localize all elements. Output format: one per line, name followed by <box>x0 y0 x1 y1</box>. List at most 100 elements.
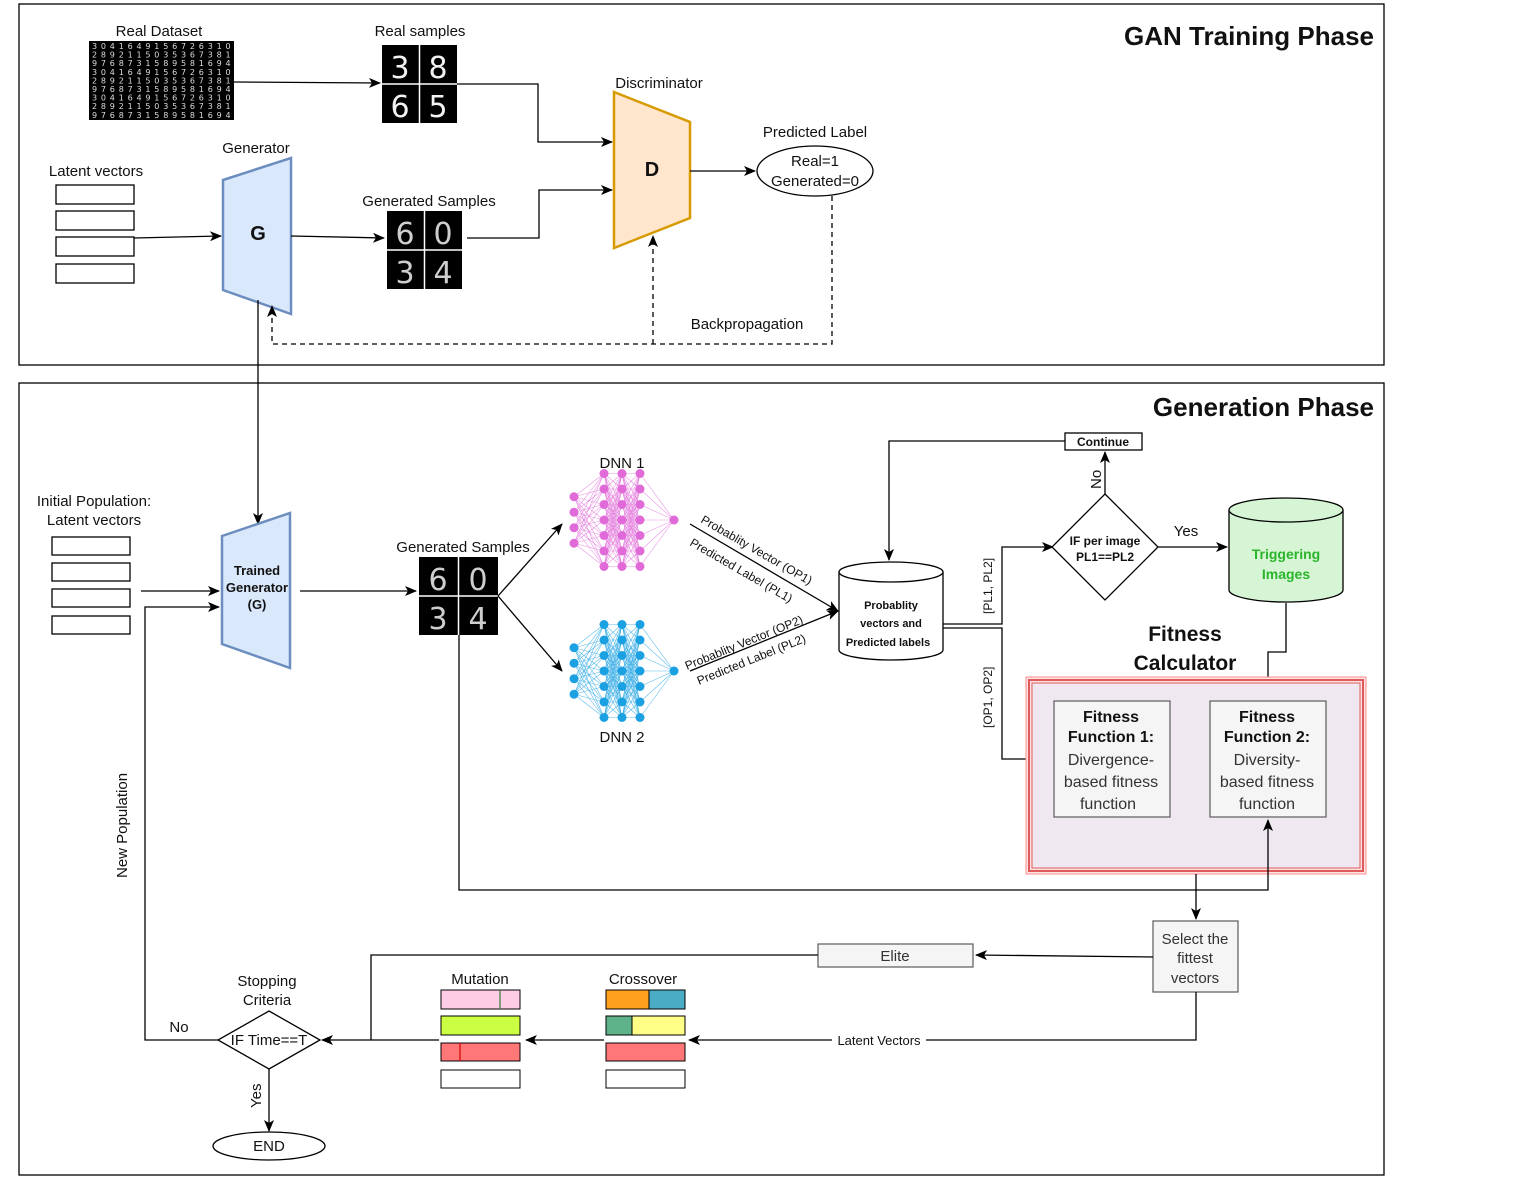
dataset-glyph: 1 <box>145 111 150 120</box>
generated-digit: 3 <box>395 256 414 291</box>
nn-node <box>635 515 645 525</box>
ff1-line5: function <box>1080 796 1136 813</box>
dataset-glyph: 5 <box>163 68 168 77</box>
real-digit: 6 <box>390 90 409 125</box>
dataset-glyph: 9 <box>172 85 177 94</box>
gen-phase-samples-image: 6 0 3 4 <box>419 557 498 637</box>
nn-node <box>617 546 627 556</box>
nn-node <box>617 484 627 494</box>
dataset-glyph: 3 <box>137 111 142 120</box>
initial-vector-box <box>51 615 131 635</box>
nn-edge <box>603 535 623 567</box>
dataset-glyph: 0 <box>101 42 106 51</box>
select-to-elite-arrow <box>975 950 1154 961</box>
dataset-glyph: 9 <box>110 76 115 85</box>
yes-label: Yes <box>1174 523 1198 540</box>
nn-node <box>599 562 609 571</box>
gen-phase-samples-label: Generated Samples <box>396 539 529 556</box>
nn-node <box>599 546 609 556</box>
initial-population-line1: Initial Population: <box>37 493 151 510</box>
dataset-glyph: 2 <box>190 42 195 51</box>
nn-edge <box>603 473 623 521</box>
nn-edge <box>639 504 675 521</box>
new-population-label: New Population <box>114 773 131 878</box>
end-label: END <box>253 1138 285 1155</box>
dataset-glyph: 7 <box>101 59 106 68</box>
real-digit: 5 <box>428 90 447 125</box>
dataset-glyph: 8 <box>190 59 195 68</box>
nn-node <box>617 562 627 571</box>
real-digit: 8 <box>428 51 447 86</box>
dataset-glyph: 6 <box>199 68 204 77</box>
dataset-glyph: 7 <box>181 94 186 103</box>
predictions-database <box>838 561 944 661</box>
nn-edge <box>573 670 605 695</box>
dataset-glyph: 1 <box>154 68 159 77</box>
nn-node <box>617 666 627 676</box>
dataset-glyph: 1 <box>128 76 133 85</box>
nn-node <box>599 635 609 645</box>
dataset-glyph: 6 <box>128 94 133 103</box>
nn-edge <box>621 473 641 505</box>
dataset-glyph: 3 <box>137 59 142 68</box>
initial-population-line2: Latent vectors <box>47 512 141 529</box>
dataset-glyph: 1 <box>137 76 142 85</box>
initial-vector-box <box>51 562 131 582</box>
dataset-glyph: 8 <box>101 102 106 111</box>
dataset-glyph: 9 <box>145 68 150 77</box>
dataset-glyph: 7 <box>181 42 186 51</box>
stop-yes-label: Yes <box>248 1084 265 1108</box>
nn-node <box>599 620 609 629</box>
dataset-glyph: 8 <box>101 76 106 85</box>
nn-edge <box>573 694 605 718</box>
if-time-label: IF Time==T <box>231 1032 308 1049</box>
nn-edge <box>603 519 623 567</box>
triggering-line2: Images <box>1262 566 1310 582</box>
dataset-glyph: 6 <box>199 42 204 51</box>
generator-label: Generator <box>222 140 290 157</box>
nn-edge <box>621 624 641 656</box>
nn-edge <box>639 639 675 672</box>
dataset-glyph: 3 <box>163 51 168 60</box>
dataset-glyph: 3 <box>92 42 97 51</box>
nn-edge <box>573 655 605 695</box>
no-label: No <box>1088 470 1105 489</box>
nn-node <box>635 469 645 478</box>
nn-edge <box>573 693 605 703</box>
nn-edge <box>639 488 675 521</box>
dataset-glyph: 4 <box>137 94 142 103</box>
dnn1-label: DNN 1 <box>599 455 644 472</box>
nn-edge <box>573 624 605 679</box>
predicted-generated: Generated=0 <box>771 173 859 190</box>
nn-edge <box>621 504 641 567</box>
dataset-glyph: 2 <box>190 94 195 103</box>
nn-node <box>569 523 579 533</box>
nn-edge <box>621 624 641 687</box>
nn-node <box>635 484 645 494</box>
samples-to-ff2-arrow <box>458 635 1273 891</box>
latent-vector-box <box>55 263 135 284</box>
latent-vectors-edge-label: Latent Vectors <box>837 1033 921 1048</box>
dataset-glyph: 5 <box>145 102 150 111</box>
dataset-glyph: 6 <box>110 111 115 120</box>
nn-edge <box>573 519 605 544</box>
nn-node <box>635 500 645 509</box>
dataset-glyph: 7 <box>181 68 186 77</box>
op-edge-label: [OP1, OP2] <box>981 667 995 728</box>
nn-node <box>617 515 627 525</box>
dataset-glyph: 1 <box>145 59 150 68</box>
db-line2: vectors and <box>860 618 922 630</box>
ff1-line1: Fitness <box>1083 709 1139 726</box>
nn-edge <box>573 535 605 544</box>
dataset-glyph: 5 <box>154 59 159 68</box>
dnn1-network <box>569 469 679 571</box>
dataset-glyph: 1 <box>217 42 222 51</box>
samples-to-dnn1-arrow <box>497 523 563 597</box>
nn-node <box>635 651 645 660</box>
dataset-glyph: 4 <box>137 68 142 77</box>
dataset-glyph: 8 <box>217 76 222 85</box>
nn-edge <box>573 639 605 695</box>
nn-edge <box>603 686 623 718</box>
